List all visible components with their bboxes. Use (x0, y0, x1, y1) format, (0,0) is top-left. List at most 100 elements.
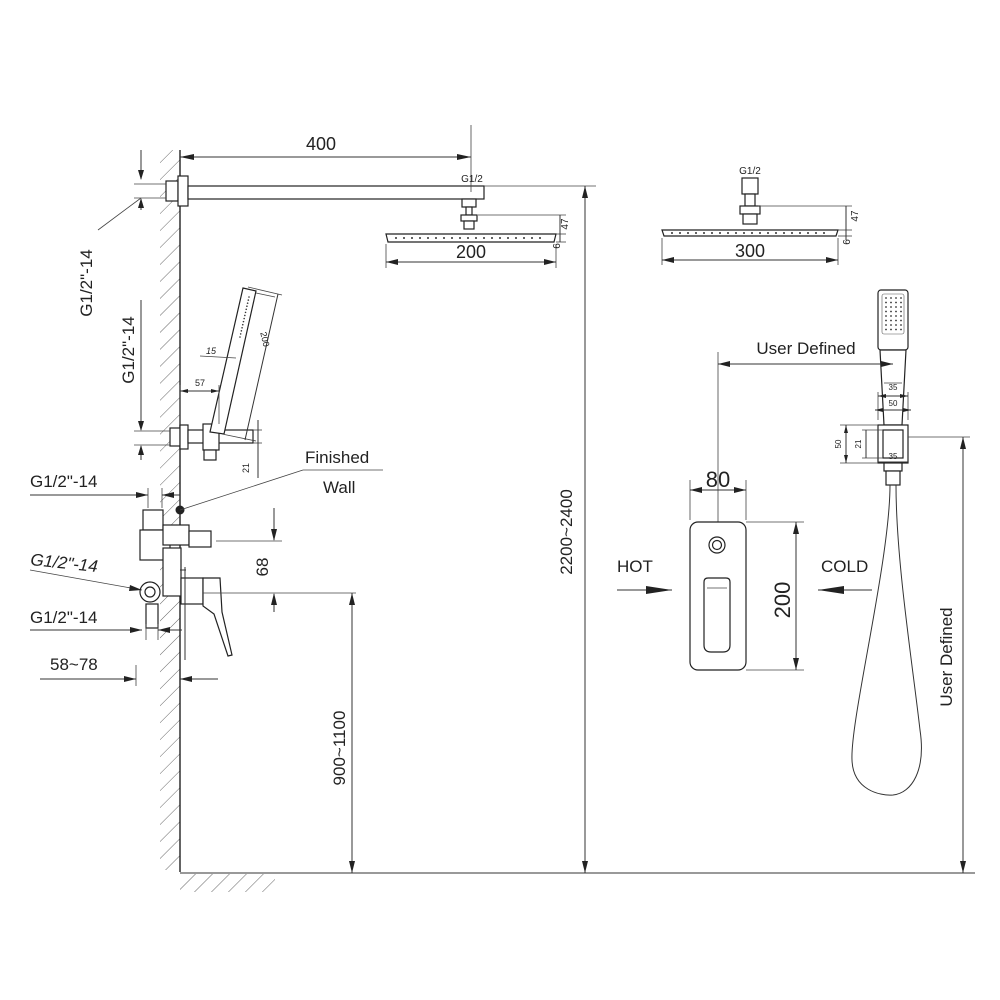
plate-height-label: 200 (770, 582, 795, 619)
handheld-shower-front (877, 289, 909, 426)
nozzle-dot (895, 324, 897, 326)
valve-height-label: 900~1100 (330, 711, 349, 786)
arm-thread-label: G1/2"-14 (77, 249, 96, 316)
finished-wall-callout: Finished Wall (175, 448, 383, 515)
dim-user-defined-v: User Defined (937, 437, 966, 873)
nozzle-dot (499, 237, 501, 239)
nozzle-dot (890, 324, 892, 326)
holder-w35-top-label: 35 (889, 383, 898, 392)
handheld-shower-side: 200 15 (199, 286, 283, 442)
head-right-width-label: 300 (735, 241, 765, 261)
dim-user-defined-h: User Defined (717, 339, 893, 532)
nozzle-dot (885, 328, 887, 331)
nozzle-dot (411, 237, 413, 239)
head-right-thread-label: G1/2 (739, 166, 761, 177)
handshower-holder-front: 35 50 50 21 35 (834, 383, 970, 486)
nozzle-dot (759, 232, 761, 234)
nozzle-dot (523, 237, 525, 239)
shower-hose (851, 484, 922, 796)
nozzle-dot (885, 310, 887, 313)
nozzle-dot (459, 237, 461, 239)
nozzle-dot (246, 305, 248, 308)
nozzle-dot (239, 333, 242, 335)
nozzle-dot (900, 306, 902, 308)
nozzle-dot (885, 315, 887, 317)
head-left-thickness-label: 6 (552, 243, 563, 249)
holder-w35-bottom-label: 35 (889, 452, 898, 461)
dim-2200-2400: 2200~2400 (557, 186, 588, 873)
dim-top-outlet-thread: G1/2"-14 (30, 472, 180, 508)
nozzle-dot (885, 301, 887, 304)
dim-21: 21 (241, 420, 262, 478)
nozzle-dot (895, 297, 897, 299)
nozzle-dot (244, 314, 246, 317)
dim-400: 400 (180, 125, 472, 192)
head-left-thread-label: G1/2 (461, 174, 483, 185)
shower-arm-assembly (165, 175, 596, 243)
top-outlet-thread-label: G1/2"-14 (30, 472, 97, 491)
dim-arm-thread: G1/2"-14 (77, 150, 166, 317)
nozzle-dot (900, 324, 902, 326)
dim-47-head-right: 47 6 (758, 205, 861, 245)
nozzle-dot (900, 301, 902, 304)
wall-label: Wall (323, 478, 355, 497)
nozzle-dot (244, 311, 247, 314)
nozzle-dot (823, 232, 825, 234)
nozzle-dot (491, 237, 493, 239)
nozzle-dot (890, 301, 892, 304)
nozzle-dot (895, 310, 897, 313)
nozzle-dot (443, 237, 445, 239)
nozzle-dot (539, 237, 541, 239)
nozzle-dot (695, 232, 697, 234)
nozzle-dot (890, 328, 892, 331)
head-left-height-label: 47 (560, 218, 571, 230)
nozzle-dot (241, 323, 244, 326)
nozzle-dot (719, 232, 721, 234)
nozzle-dot (507, 237, 509, 239)
nozzle-dot (403, 237, 405, 239)
nozzle-dot (475, 237, 477, 239)
floor (180, 872, 975, 892)
dim-valve-left-thread: G1/2"-14 (30, 550, 143, 591)
nozzle-dot (900, 315, 902, 317)
nozzle-dot (885, 297, 887, 299)
nozzle-dot (799, 232, 801, 234)
nozzle-dot (711, 232, 713, 234)
dim-900-1100: 900~1100 (330, 593, 355, 873)
nozzle-dot (248, 296, 250, 298)
holder-h21-label: 21 (854, 439, 863, 448)
arm-base (177, 175, 189, 207)
dim-58-78: 58~78 (40, 655, 218, 686)
holder-projection-label: 57 (195, 378, 205, 388)
nozzle-dot (895, 315, 897, 317)
cold-label: COLD (821, 557, 868, 576)
holder-height-label: 21 (241, 463, 251, 473)
nozzle-dot (435, 237, 437, 239)
nozzle-dot (890, 310, 892, 313)
nozzle-dot (687, 232, 689, 234)
wall-depth-label: 58~78 (50, 655, 98, 674)
nozzle-dot (395, 237, 397, 239)
nozzle-dot (515, 237, 517, 239)
nozzle-dot (247, 299, 250, 301)
nozzle-dot (241, 326, 243, 329)
shower-head-300 (661, 229, 839, 237)
shower-arm (187, 185, 485, 200)
shower-head-200 (385, 233, 557, 243)
dim-200-head: 200 (385, 242, 557, 268)
nozzle-dot (895, 306, 897, 308)
handheld-length-label: 200 (258, 331, 271, 348)
nozzle-dot (775, 232, 777, 234)
nozzle-dot (767, 232, 769, 234)
user-defined-v-label: User Defined (937, 607, 956, 706)
nozzle-dot (885, 319, 887, 322)
lever-handle (202, 577, 233, 657)
handheld-width-label: 15 (206, 346, 217, 356)
handshower-holder-side: G1/2"-14 (119, 300, 254, 461)
nozzle-dot (735, 232, 737, 234)
hot-label: HOT (617, 557, 653, 576)
nozzle-dot (531, 237, 533, 239)
dim-valve-bottom-thread: G1/2"-14 (30, 608, 182, 640)
nozzle-dot (483, 237, 485, 239)
nozzle-dot (890, 306, 892, 308)
